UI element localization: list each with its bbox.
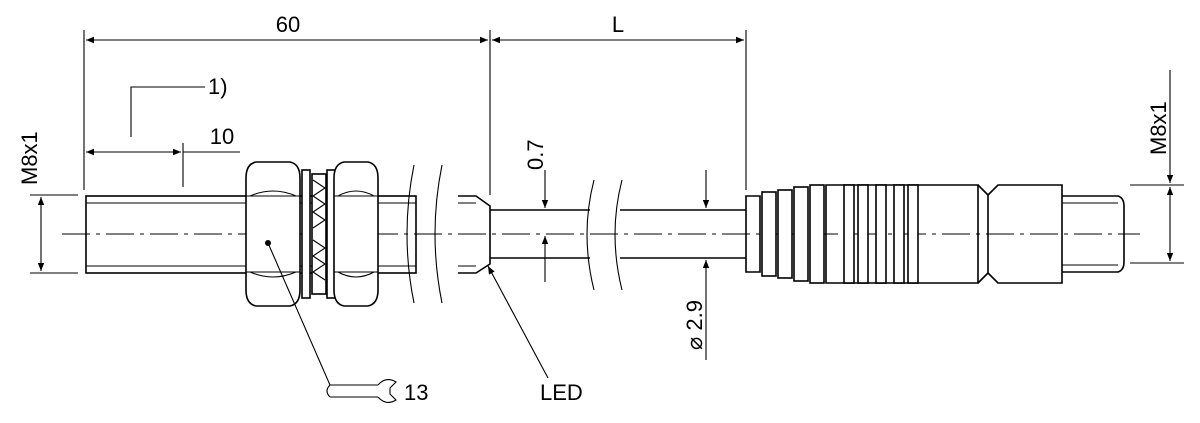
break-marks-body (406, 164, 443, 304)
cable-length-label: L (612, 12, 624, 37)
led-callout: LED (487, 265, 583, 405)
hex-nut-left (245, 161, 301, 307)
wrench-icon (326, 379, 397, 403)
diameter-symbol: ⌀ (682, 337, 707, 350)
dim-thread-right: M8x1 (1130, 70, 1184, 264)
lock-washers (301, 169, 336, 299)
hex-nut-right (333, 161, 379, 307)
cable-diameter-label: 2.9 (682, 300, 707, 331)
wrench-callout: 13 (267, 242, 428, 405)
led-label: LED (540, 380, 583, 405)
thread-right-label: M8x1 (1146, 101, 1171, 155)
thread-length-label: 10 (210, 124, 234, 149)
footnote-leader: 1) (130, 74, 228, 137)
cable (490, 179, 746, 291)
body-length-label: 60 (276, 12, 300, 37)
dim-body-length: 60 (83, 12, 491, 195)
connector-grip (745, 184, 979, 284)
footnote-label: 1) (208, 74, 228, 99)
connector-coupling (977, 184, 1125, 284)
dim-cable-diameter: ⌀ 2.9 (682, 170, 710, 360)
svg-text:⌀ 2.9: ⌀ 2.9 (682, 300, 707, 350)
led-offset-label: 0.7 (523, 139, 548, 170)
dim-thread-left: M8x1 (17, 131, 78, 274)
led-end-cap (458, 195, 491, 274)
wrench-size-label: 13 (404, 380, 428, 405)
thread-left-label: M8x1 (17, 131, 42, 185)
dim-thread-length: 10 (86, 124, 240, 187)
dim-led-offset: 0.7 (523, 139, 549, 282)
dim-cable-length: L (492, 12, 747, 190)
